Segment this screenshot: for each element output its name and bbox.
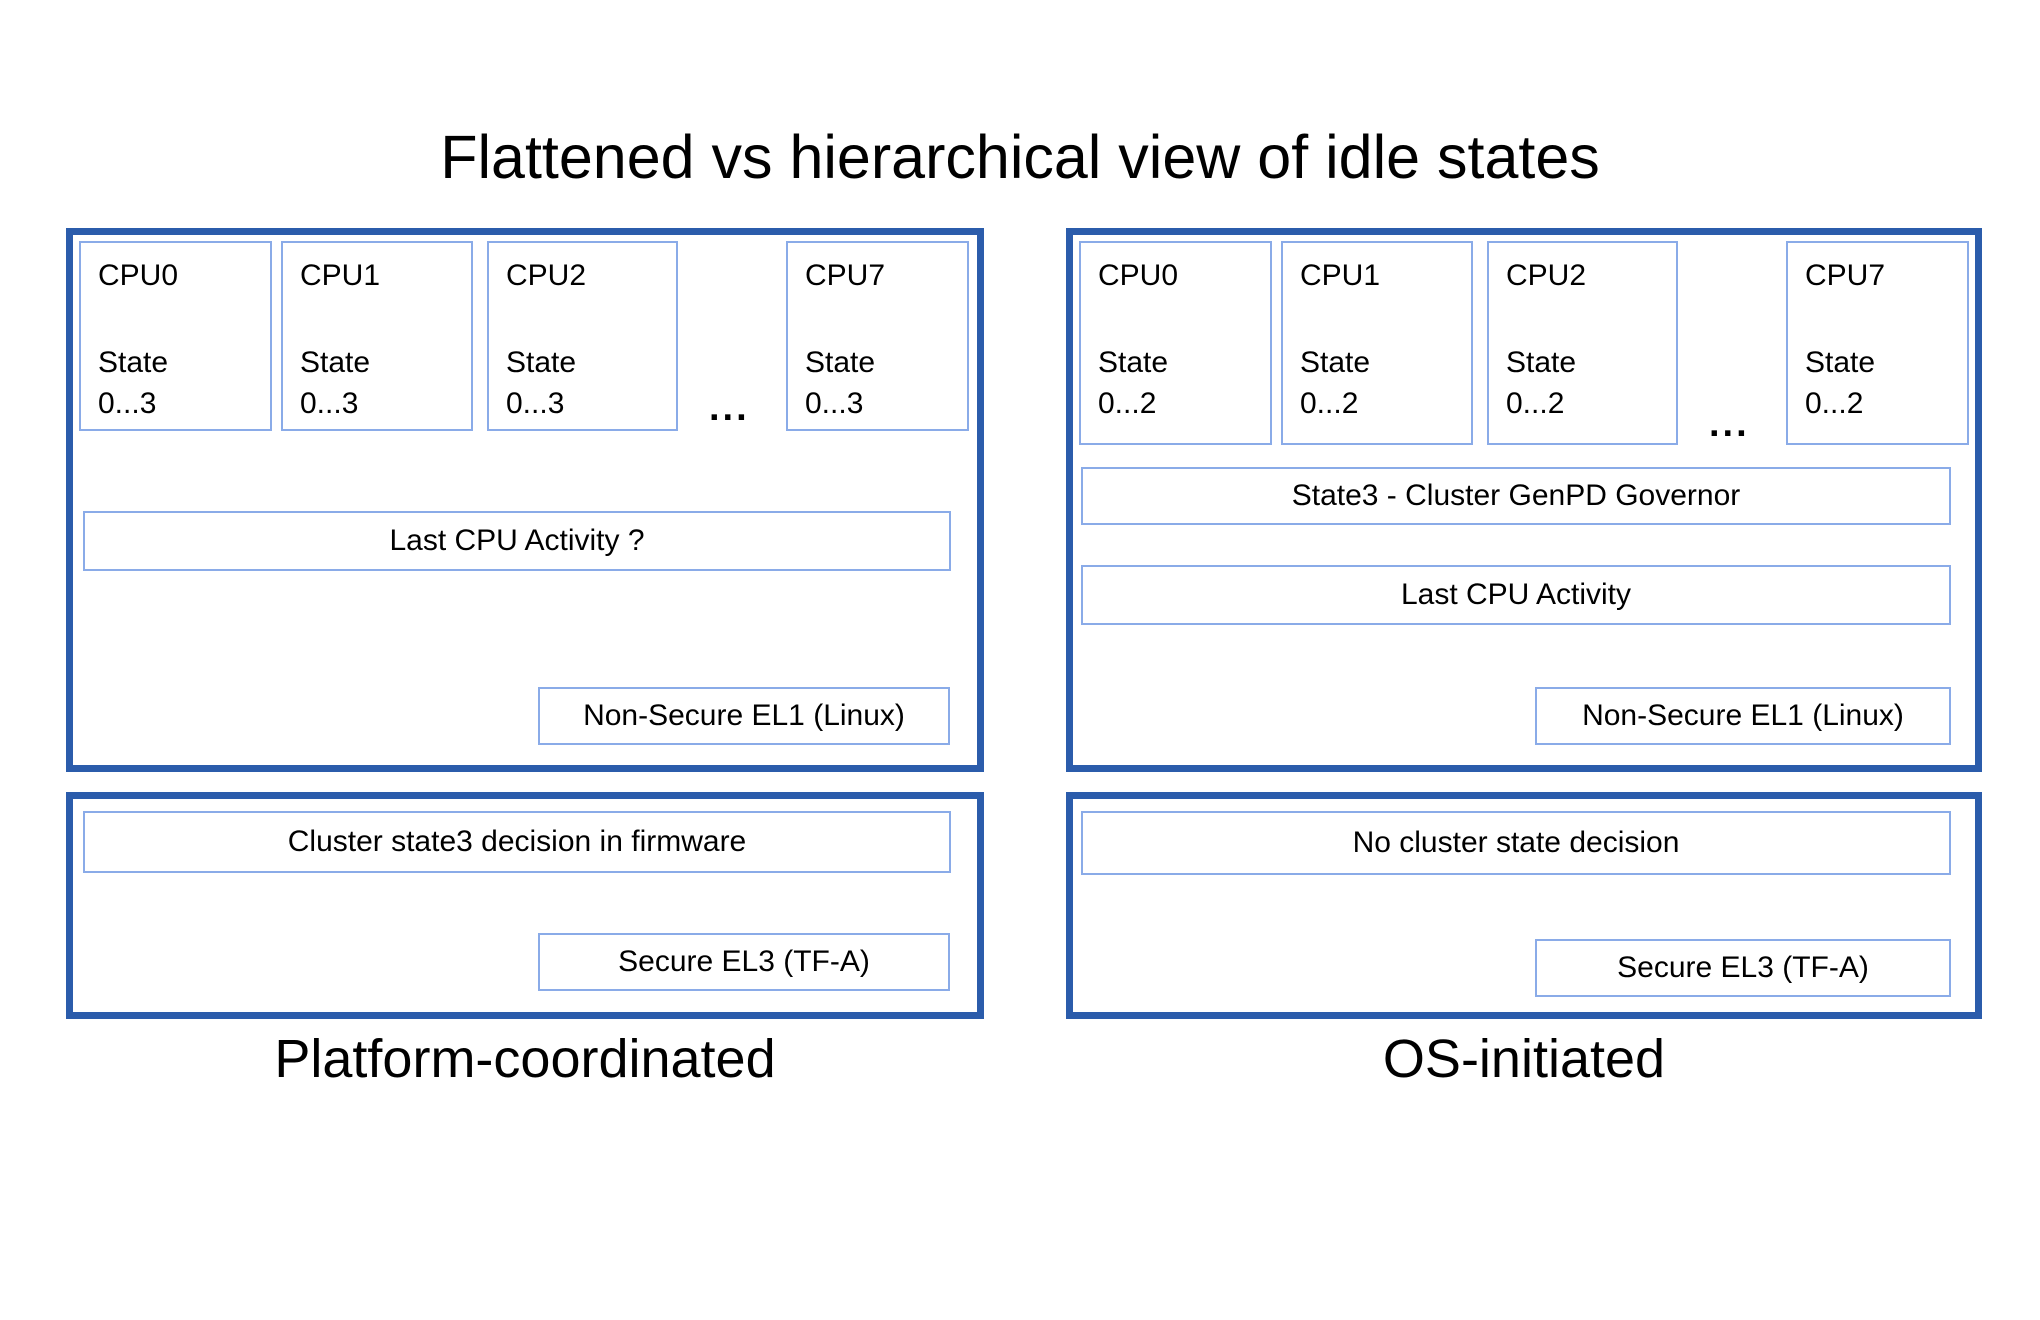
cpu-row-ellipsis: ... — [1709, 403, 1750, 445]
cpu-state: State 0...2 — [1506, 343, 1576, 424]
cpu-state-range: 0...2 — [1805, 386, 1864, 420]
cpu-state-range: 0...3 — [98, 386, 157, 420]
slide-title: Flattened vs hierarchical view of idle s… — [440, 123, 1600, 191]
cpu-state-label: State — [1098, 346, 1169, 379]
cpu-state-label: State — [805, 346, 876, 379]
secure-el3-box: Secure EL3 (TF-A) — [1535, 939, 1951, 997]
cpu-box: CPU7 State 0...2 — [1786, 241, 1969, 445]
non-secure-el1-box: Non-Secure EL1 (Linux) — [538, 687, 950, 745]
cpu-state-label: State — [1300, 346, 1371, 379]
platform-coordinated-caption: Platform-coordinated — [274, 1029, 776, 1089]
cpu-label: CPU0 — [98, 259, 179, 292]
no-cluster-decision-box: No cluster state decision — [1081, 811, 1951, 875]
non-secure-el1-box: Non-Secure EL1 (Linux) — [1535, 687, 1951, 745]
cluster-decision-box: Cluster state3 decision in firmware — [83, 811, 951, 873]
right-secure-el3-panel: No cluster state decision Secure EL3 (TF… — [1066, 792, 1982, 1019]
cpu-box: CPU2 State 0...2 — [1487, 241, 1678, 445]
cpu-row-ellipsis: ... — [709, 387, 750, 429]
cpu-state-label: State — [1805, 346, 1876, 379]
cpu-box: CPU1 State 0...2 — [1281, 241, 1473, 445]
cpu-box: CPU2 State 0...3 — [487, 241, 678, 431]
cpu-state-label: State — [300, 346, 371, 379]
cpu-state: State 0...2 — [1805, 343, 1875, 424]
cpu-label: CPU7 — [805, 259, 886, 292]
cpu-state: State 0...2 — [1098, 343, 1168, 424]
cpu-state-label: State — [98, 346, 169, 379]
last-cpu-activity-box: Last CPU Activity — [1081, 565, 1951, 625]
cpu-label: CPU2 — [1506, 259, 1587, 292]
cpu-label: CPU1 — [1300, 259, 1381, 292]
cpu-state: State 0...3 — [300, 343, 370, 424]
cpu-box: CPU0 State 0...2 — [1079, 241, 1272, 445]
cpu-state: State 0...3 — [506, 343, 576, 424]
cpu-state-label: State — [506, 346, 577, 379]
cpu-state-range: 0...3 — [300, 386, 359, 420]
cpu-state-range: 0...2 — [1300, 386, 1359, 420]
left-secure-el3-panel: Cluster state3 decision in firmware Secu… — [66, 792, 984, 1019]
right-nonsecure-el1-panel: CPU0 State 0...2 CPU1 State 0...2 CPU2 S… — [1066, 228, 1982, 772]
cluster-genpd-governor-box: State3 - Cluster GenPD Governor — [1081, 467, 1951, 525]
cpu-state-label: State — [1506, 346, 1577, 379]
left-nonsecure-el1-panel: CPU0 State 0...3 CPU1 State 0...3 CPU2 S… — [66, 228, 984, 772]
cpu-label: CPU0 — [1098, 259, 1179, 292]
cpu-state: State 0...2 — [1300, 343, 1370, 424]
cpu-state-range: 0...3 — [805, 386, 864, 420]
cpu-box: CPU7 State 0...3 — [786, 241, 969, 431]
cpu-label: CPU7 — [1805, 259, 1886, 292]
cpu-state: State 0...3 — [98, 343, 168, 424]
cpu-label: CPU2 — [506, 259, 587, 292]
cpu-state-range: 0...3 — [506, 386, 565, 420]
cpu-box: CPU1 State 0...3 — [281, 241, 473, 431]
secure-el3-box: Secure EL3 (TF-A) — [538, 933, 950, 991]
last-cpu-activity-box: Last CPU Activity ? — [83, 511, 951, 571]
cpu-state-range: 0...2 — [1098, 386, 1157, 420]
cpu-box: CPU0 State 0...3 — [79, 241, 272, 431]
cpu-state: State 0...3 — [805, 343, 875, 424]
cpu-state-range: 0...2 — [1506, 386, 1565, 420]
cpu-label: CPU1 — [300, 259, 381, 292]
os-initiated-caption: OS-initiated — [1382, 1029, 1666, 1089]
